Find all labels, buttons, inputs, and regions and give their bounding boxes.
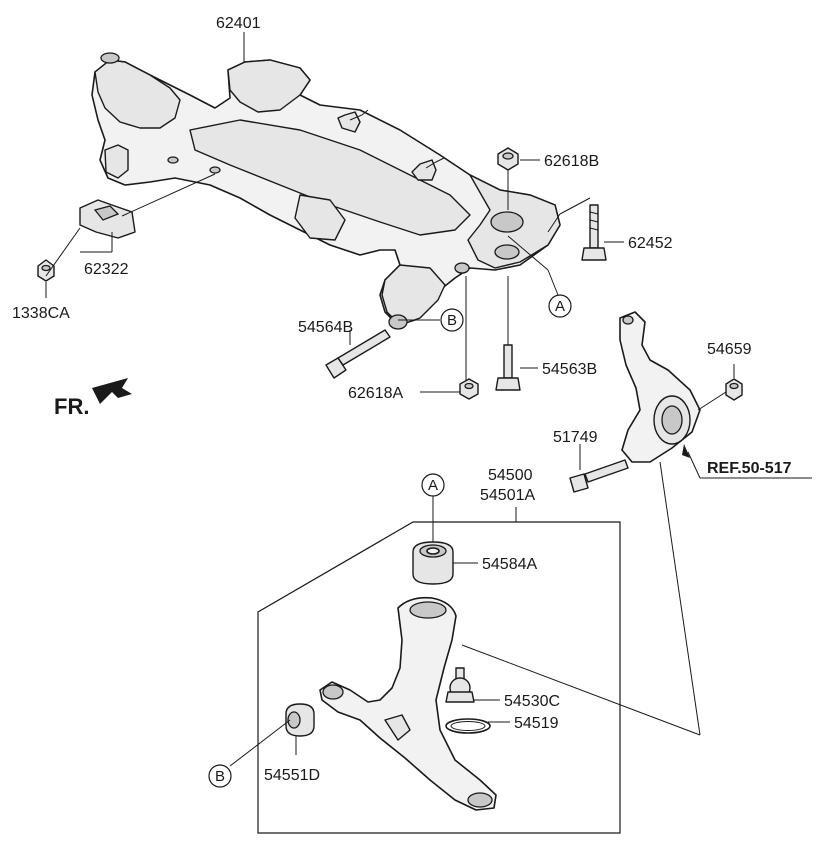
- arm-assembly-box: [257, 521, 621, 834]
- snap-ring-54519[interactable]: [445, 718, 491, 734]
- label-1338CA[interactable]: 1338CA: [12, 305, 70, 322]
- marker-a-frame[interactable]: A: [548, 294, 572, 318]
- marker-b-frame[interactable]: B: [440, 308, 464, 332]
- bolt-51749[interactable]: [569, 459, 629, 493]
- label-62401[interactable]: 62401: [216, 15, 261, 32]
- label-54530C[interactable]: 54530C: [504, 693, 560, 710]
- marker-b-arm-label: B: [215, 768, 225, 785]
- bolt-54563B[interactable]: [495, 344, 521, 391]
- marker-a-arm[interactable]: A: [421, 473, 445, 497]
- label-54500[interactable]: 54500: [488, 467, 533, 484]
- front-direction-arrow: FR.: [54, 378, 132, 419]
- leader-lines: [45, 32, 812, 767]
- bolt-62452[interactable]: [581, 204, 607, 261]
- reference-label[interactable]: REF.50-517: [707, 460, 792, 477]
- label-54501A[interactable]: 54501A: [480, 487, 535, 504]
- marker-b-label: B: [447, 312, 457, 329]
- bushing-54551D[interactable]: [285, 703, 315, 737]
- nut-1338CA[interactable]: [37, 259, 55, 282]
- label-62618A[interactable]: 62618A: [348, 385, 403, 402]
- label-62452[interactable]: 62452: [628, 235, 673, 252]
- nut-62618A[interactable]: [459, 378, 479, 400]
- label-54659[interactable]: 54659: [707, 341, 752, 358]
- label-62618B[interactable]: 62618B: [544, 153, 599, 170]
- marker-a-label: A: [555, 298, 565, 315]
- bushing-54584A[interactable]: [412, 541, 454, 585]
- label-54551D[interactable]: 54551D: [264, 767, 320, 784]
- steering-knuckle[interactable]: [619, 311, 701, 463]
- lower-control-arm[interactable]: [319, 596, 497, 811]
- label-51749[interactable]: 51749: [553, 429, 598, 446]
- direction-label: FR.: [54, 394, 89, 419]
- marker-b-arm[interactable]: B: [208, 764, 232, 788]
- label-54564B[interactable]: 54564B: [298, 319, 353, 336]
- label-54563B[interactable]: 54563B: [542, 361, 597, 378]
- label-62322[interactable]: 62322: [84, 261, 129, 278]
- label-54519[interactable]: 54519: [514, 715, 559, 732]
- label-54584A[interactable]: 54584A: [482, 556, 537, 573]
- nut-62618B[interactable]: [497, 147, 519, 210]
- crossmember-62401[interactable]: [91, 52, 561, 330]
- nut-54659[interactable]: [725, 378, 743, 401]
- bolt-54564B[interactable]: [325, 329, 391, 379]
- ball-joint-54530C[interactable]: [445, 667, 475, 703]
- marker-a-arm-label: A: [428, 477, 438, 494]
- bracket-62322[interactable]: [79, 199, 136, 239]
